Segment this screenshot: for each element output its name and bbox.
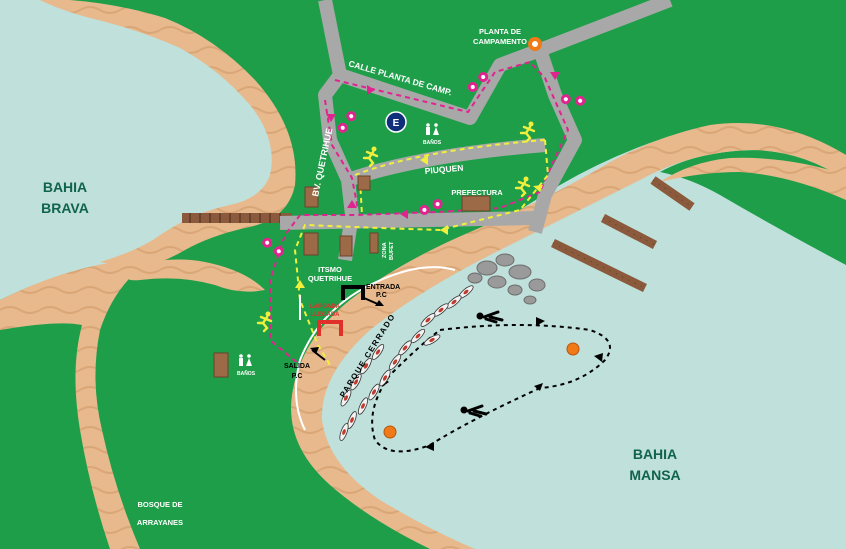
label-salida-2: P.C (292, 373, 303, 380)
buildings (213, 175, 491, 378)
label-largada: LARGADA (310, 304, 341, 310)
route-run-arrows (295, 155, 543, 288)
label-bosque-2: ARRAYANES (137, 518, 183, 527)
largada-arch (317, 320, 343, 336)
swim-course (371, 324, 611, 453)
beach-bay (291, 123, 846, 549)
salida-arrowhead (310, 347, 319, 354)
parking-icon (385, 111, 407, 133)
label-bahia-brava-2: BRAVA (41, 200, 89, 216)
label-itsmo: ITSMO (318, 265, 342, 274)
entrada-arrowhead (375, 300, 384, 306)
parking-label: E (393, 118, 400, 129)
beach-east (660, 157, 846, 200)
entrada-arch (341, 285, 365, 300)
label-banos-left: BAÑOS (237, 370, 256, 377)
rocks (467, 253, 546, 305)
route-bike-arrows (326, 72, 560, 219)
buoy-icon (383, 342, 580, 439)
label-banos-top: BAÑOS (423, 139, 442, 146)
fence (295, 266, 456, 431)
label-bahia-brava: BAHIA (43, 179, 87, 195)
camp-icon (528, 37, 542, 51)
label-largada-2: LLEGADA (311, 312, 341, 318)
label-bahia-mansa: BAHIA (633, 446, 677, 462)
beach-north (40, 0, 296, 268)
label-planta-2: CAMPAMENTO (473, 37, 527, 46)
label-bosque: BOSQUE DE (137, 500, 182, 509)
label-entrada: ENTRADA (366, 284, 400, 291)
label-prefectura: PREFECTURA (451, 188, 503, 197)
label-zona: ZONA (382, 242, 388, 258)
label-bahia-mansa-2: MANSA (629, 467, 680, 483)
pier-west (182, 213, 292, 223)
label-itsmo-2: QUETRIHUE (308, 274, 352, 283)
label-planta: PLANTA DE (479, 27, 521, 36)
label-salida: SALIDA (284, 363, 310, 370)
label-entrada-2: P.C (376, 292, 387, 299)
beach-west (0, 262, 140, 549)
beach-isthmus (120, 259, 265, 292)
swimmer-icon (460, 310, 504, 418)
route-run (293, 139, 550, 366)
label-zona-2: BUFET (389, 241, 395, 260)
label-piuquen: PIUQUEN (424, 163, 463, 176)
